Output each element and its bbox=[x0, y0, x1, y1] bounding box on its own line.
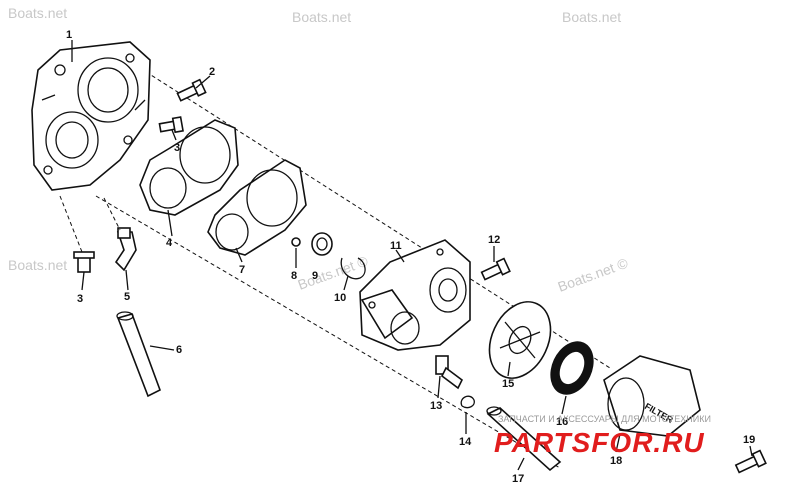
pump-body-part bbox=[31, 41, 151, 191]
label-part-19: 19 bbox=[743, 434, 755, 446]
label-part-9: 9 bbox=[312, 270, 318, 282]
gasket-part-4 bbox=[139, 119, 239, 216]
label-part-8: 8 bbox=[291, 270, 297, 282]
filter-cup-part-18: FILTER bbox=[603, 355, 701, 437]
fitting-guide-line bbox=[103, 197, 121, 231]
leader-19 bbox=[749, 445, 753, 457]
watermark-top-center: Boats.net bbox=[292, 9, 351, 25]
label-part-14: 14 bbox=[459, 436, 472, 448]
screw-part-3-lower bbox=[73, 251, 95, 273]
leader-16 bbox=[561, 395, 567, 415]
hose-part-17 bbox=[486, 406, 562, 472]
label-part-7: 7 bbox=[239, 264, 245, 276]
fitting-part-13 bbox=[435, 355, 464, 390]
seal-ring-part-16 bbox=[550, 341, 594, 395]
watermark-middle-left: Boats.net bbox=[8, 257, 67, 273]
label-part-1: 1 bbox=[66, 29, 72, 41]
label-part-2: 2 bbox=[209, 66, 215, 78]
leader-5 bbox=[125, 269, 129, 291]
label-part-10: 10 bbox=[334, 292, 346, 304]
leader-15 bbox=[507, 361, 511, 377]
leader-4 bbox=[167, 209, 173, 237]
screw-part-3-upper bbox=[158, 116, 184, 134]
leader-2 bbox=[195, 75, 211, 89]
watermark-brand-logo: PARTSFOR.RU bbox=[494, 427, 705, 458]
label-part-3-lower: 3 bbox=[77, 293, 83, 305]
label-part-18: 18 bbox=[610, 455, 622, 467]
screw-part-12 bbox=[480, 257, 511, 281]
watermark-top-left: Boats.net bbox=[8, 5, 67, 21]
label-part-16: 16 bbox=[556, 416, 568, 428]
label-part-3-upper: 3 bbox=[174, 142, 180, 154]
watermark-russian-tagline: ЗАПЧАСТИ И АКСЕССУАРЫ ДЛЯ МОТОТЕХНИКИ bbox=[498, 414, 711, 424]
leader-10 bbox=[343, 275, 349, 291]
hose-part-6 bbox=[116, 311, 161, 398]
label-part-17: 17 bbox=[512, 473, 524, 485]
label-part-13: 13 bbox=[430, 400, 442, 412]
label-part-4: 4 bbox=[166, 237, 173, 249]
leader-3b bbox=[81, 271, 85, 291]
leader-17 bbox=[517, 457, 525, 471]
label-part-5: 5 bbox=[124, 291, 130, 303]
screw-guide-line bbox=[59, 195, 83, 253]
clip-part-14 bbox=[460, 395, 475, 409]
watermark-top-right: Boats.net bbox=[562, 9, 621, 25]
leader-6 bbox=[149, 345, 175, 351]
retainer-clip-part-10 bbox=[340, 257, 366, 280]
screw-part-19 bbox=[734, 449, 767, 474]
screw-part-2 bbox=[176, 78, 207, 102]
leader-13 bbox=[437, 375, 441, 399]
assembly-axis-line-2 bbox=[95, 195, 561, 469]
label-part-11: 11 bbox=[390, 240, 402, 252]
leader-7 bbox=[235, 247, 243, 263]
leader-3a bbox=[171, 129, 177, 141]
label-part-15: 15 bbox=[502, 378, 514, 390]
elbow-fitting-part-5 bbox=[114, 227, 137, 272]
leader-11 bbox=[395, 249, 405, 263]
strainer-disc-part-15 bbox=[488, 301, 552, 379]
gasket-part-7 bbox=[207, 159, 307, 256]
label-part-12: 12 bbox=[488, 234, 500, 246]
valve-part-9 bbox=[311, 232, 333, 256]
leader-18 bbox=[615, 433, 621, 453]
pump-housing-part-11 bbox=[359, 239, 471, 351]
label-part-6: 6 bbox=[176, 344, 182, 356]
screw-part-8 bbox=[291, 237, 301, 247]
watermark-middle-right: Boats.net © bbox=[556, 254, 631, 294]
